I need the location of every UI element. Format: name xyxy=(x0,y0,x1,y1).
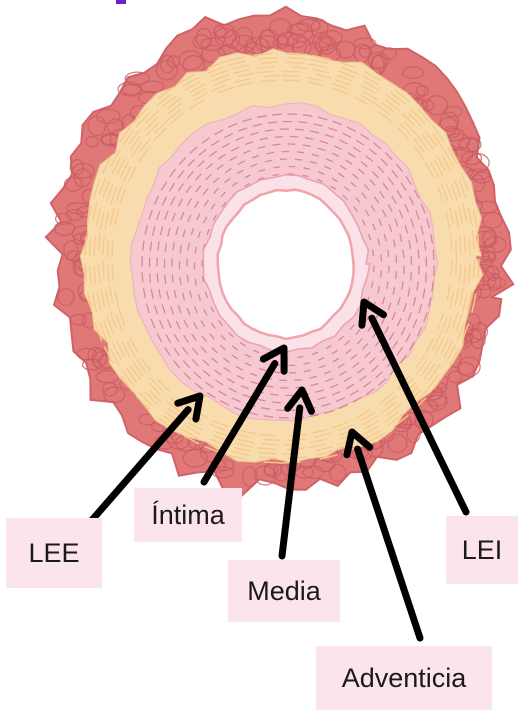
media-fiber xyxy=(381,255,382,261)
yellow-fiber xyxy=(90,239,91,257)
media-fiber xyxy=(411,273,412,281)
media-fiber xyxy=(180,246,181,253)
label-lei: LEI xyxy=(446,516,518,584)
yellow-fiber xyxy=(264,462,282,463)
media-fiber xyxy=(271,394,278,395)
media-fiber xyxy=(418,250,419,258)
media-fiber xyxy=(277,410,285,411)
media-fiber xyxy=(157,274,158,282)
media-fiber xyxy=(273,175,278,176)
media-fiber xyxy=(373,250,374,256)
yellow-fiber xyxy=(112,241,113,257)
media-fiber xyxy=(273,402,281,403)
media-fiber xyxy=(298,357,303,358)
media-fiber xyxy=(426,273,427,282)
yellow-fiber xyxy=(284,80,299,81)
media-fiber xyxy=(388,250,389,256)
media-fiber xyxy=(296,159,302,160)
yellow-fiber xyxy=(103,261,104,278)
media-fiber xyxy=(187,276,188,282)
media-fiber xyxy=(295,380,302,381)
media-fiber xyxy=(195,279,196,285)
media-fiber xyxy=(433,250,434,259)
media-fiber xyxy=(273,144,280,145)
yellow-fiber xyxy=(264,440,280,441)
media-fiber xyxy=(275,137,282,138)
yellow-fiber xyxy=(108,241,109,257)
media-fiber xyxy=(142,273,143,282)
media-fiber xyxy=(172,275,173,282)
arrow-adventicia-shaft xyxy=(358,449,420,638)
media-fiber xyxy=(403,250,404,257)
yellow-fiber xyxy=(264,76,280,77)
media-fiber xyxy=(297,152,304,153)
artery-vessel xyxy=(46,7,514,496)
media-fiber xyxy=(381,271,382,277)
media-fiber xyxy=(274,372,280,373)
media-fiber xyxy=(180,277,181,284)
yellow-fiber xyxy=(478,259,479,278)
media-fiber xyxy=(150,274,151,283)
yellow-fiber xyxy=(456,241,457,257)
media-fiber xyxy=(195,247,196,253)
yellow-fiber xyxy=(282,71,298,72)
yellow-fiber xyxy=(456,259,457,275)
label-adventicia: Adventicia xyxy=(316,646,492,710)
yellow-fiber xyxy=(469,239,470,257)
yellow-fiber xyxy=(451,260,452,276)
label-media: Media xyxy=(228,560,340,622)
label-intima: Íntima xyxy=(134,488,242,542)
media-fiber xyxy=(273,114,282,115)
lumen xyxy=(218,190,354,339)
media-fiber xyxy=(296,129,304,130)
yellow-fiber xyxy=(474,259,475,277)
yellow-fiber xyxy=(283,76,299,77)
media-fiber xyxy=(165,276,166,284)
label-lee: LEE xyxy=(6,518,102,588)
media-fiber xyxy=(396,272,397,279)
media-fiber xyxy=(274,167,280,168)
